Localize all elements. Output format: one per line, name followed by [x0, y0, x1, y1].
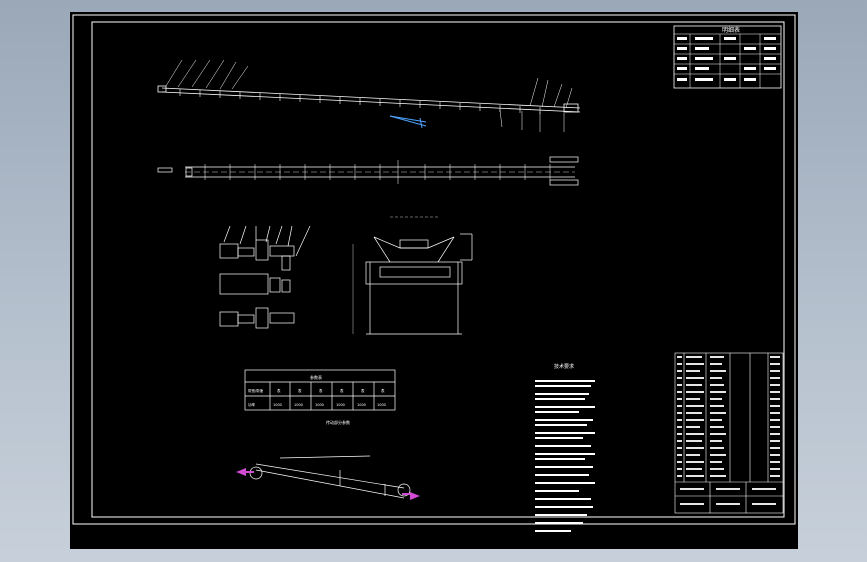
table-subcaption: 传动部分参数: [326, 419, 350, 425]
conveyor-elevation-view: [157, 59, 581, 132]
table-row-label-2: 功率: [248, 402, 255, 407]
table-cell: 1000: [315, 403, 324, 407]
title-block-top: 明细表: [673, 25, 782, 89]
table-cell: 表: [340, 388, 344, 393]
technical-notes: [535, 380, 595, 532]
table-cell: 1000: [377, 403, 386, 407]
conveyor-plan-view: [157, 156, 579, 186]
table-cell: 1000: [357, 403, 366, 407]
cad-drawing: 明细表: [72, 14, 796, 532]
title-block-heading: 明细表: [722, 26, 740, 34]
parts-list-table: [674, 352, 784, 514]
magenta-marker-left: [236, 468, 254, 476]
outer-border: [72, 14, 796, 525]
table-cell: 1000: [273, 403, 282, 407]
notes-heading: 技术要求: [554, 363, 574, 370]
table-cell: 表: [277, 388, 281, 393]
table-cell: 1000: [294, 403, 303, 407]
table-cell: 表: [319, 388, 323, 393]
cross-section-view: [352, 216, 473, 335]
table-cell: 表: [361, 388, 365, 393]
cad-drawing-canvas[interactable]: 明细表: [70, 12, 798, 549]
belt-schematic: [249, 455, 411, 499]
table-caption: 参数表: [310, 374, 322, 380]
magenta-marker-right: [402, 492, 420, 500]
table-cell: 表: [381, 388, 385, 393]
parts-list-rows: [677, 356, 780, 505]
parameter-table: [244, 369, 396, 411]
table-row-label-1: 带宽/带速: [248, 388, 264, 393]
drive-unit-view: [219, 225, 311, 329]
table-cell: 1000: [336, 403, 345, 407]
drawing-frame: [91, 21, 785, 518]
incline-angle-annotation: [389, 115, 427, 129]
table-cell: 表: [298, 388, 302, 393]
